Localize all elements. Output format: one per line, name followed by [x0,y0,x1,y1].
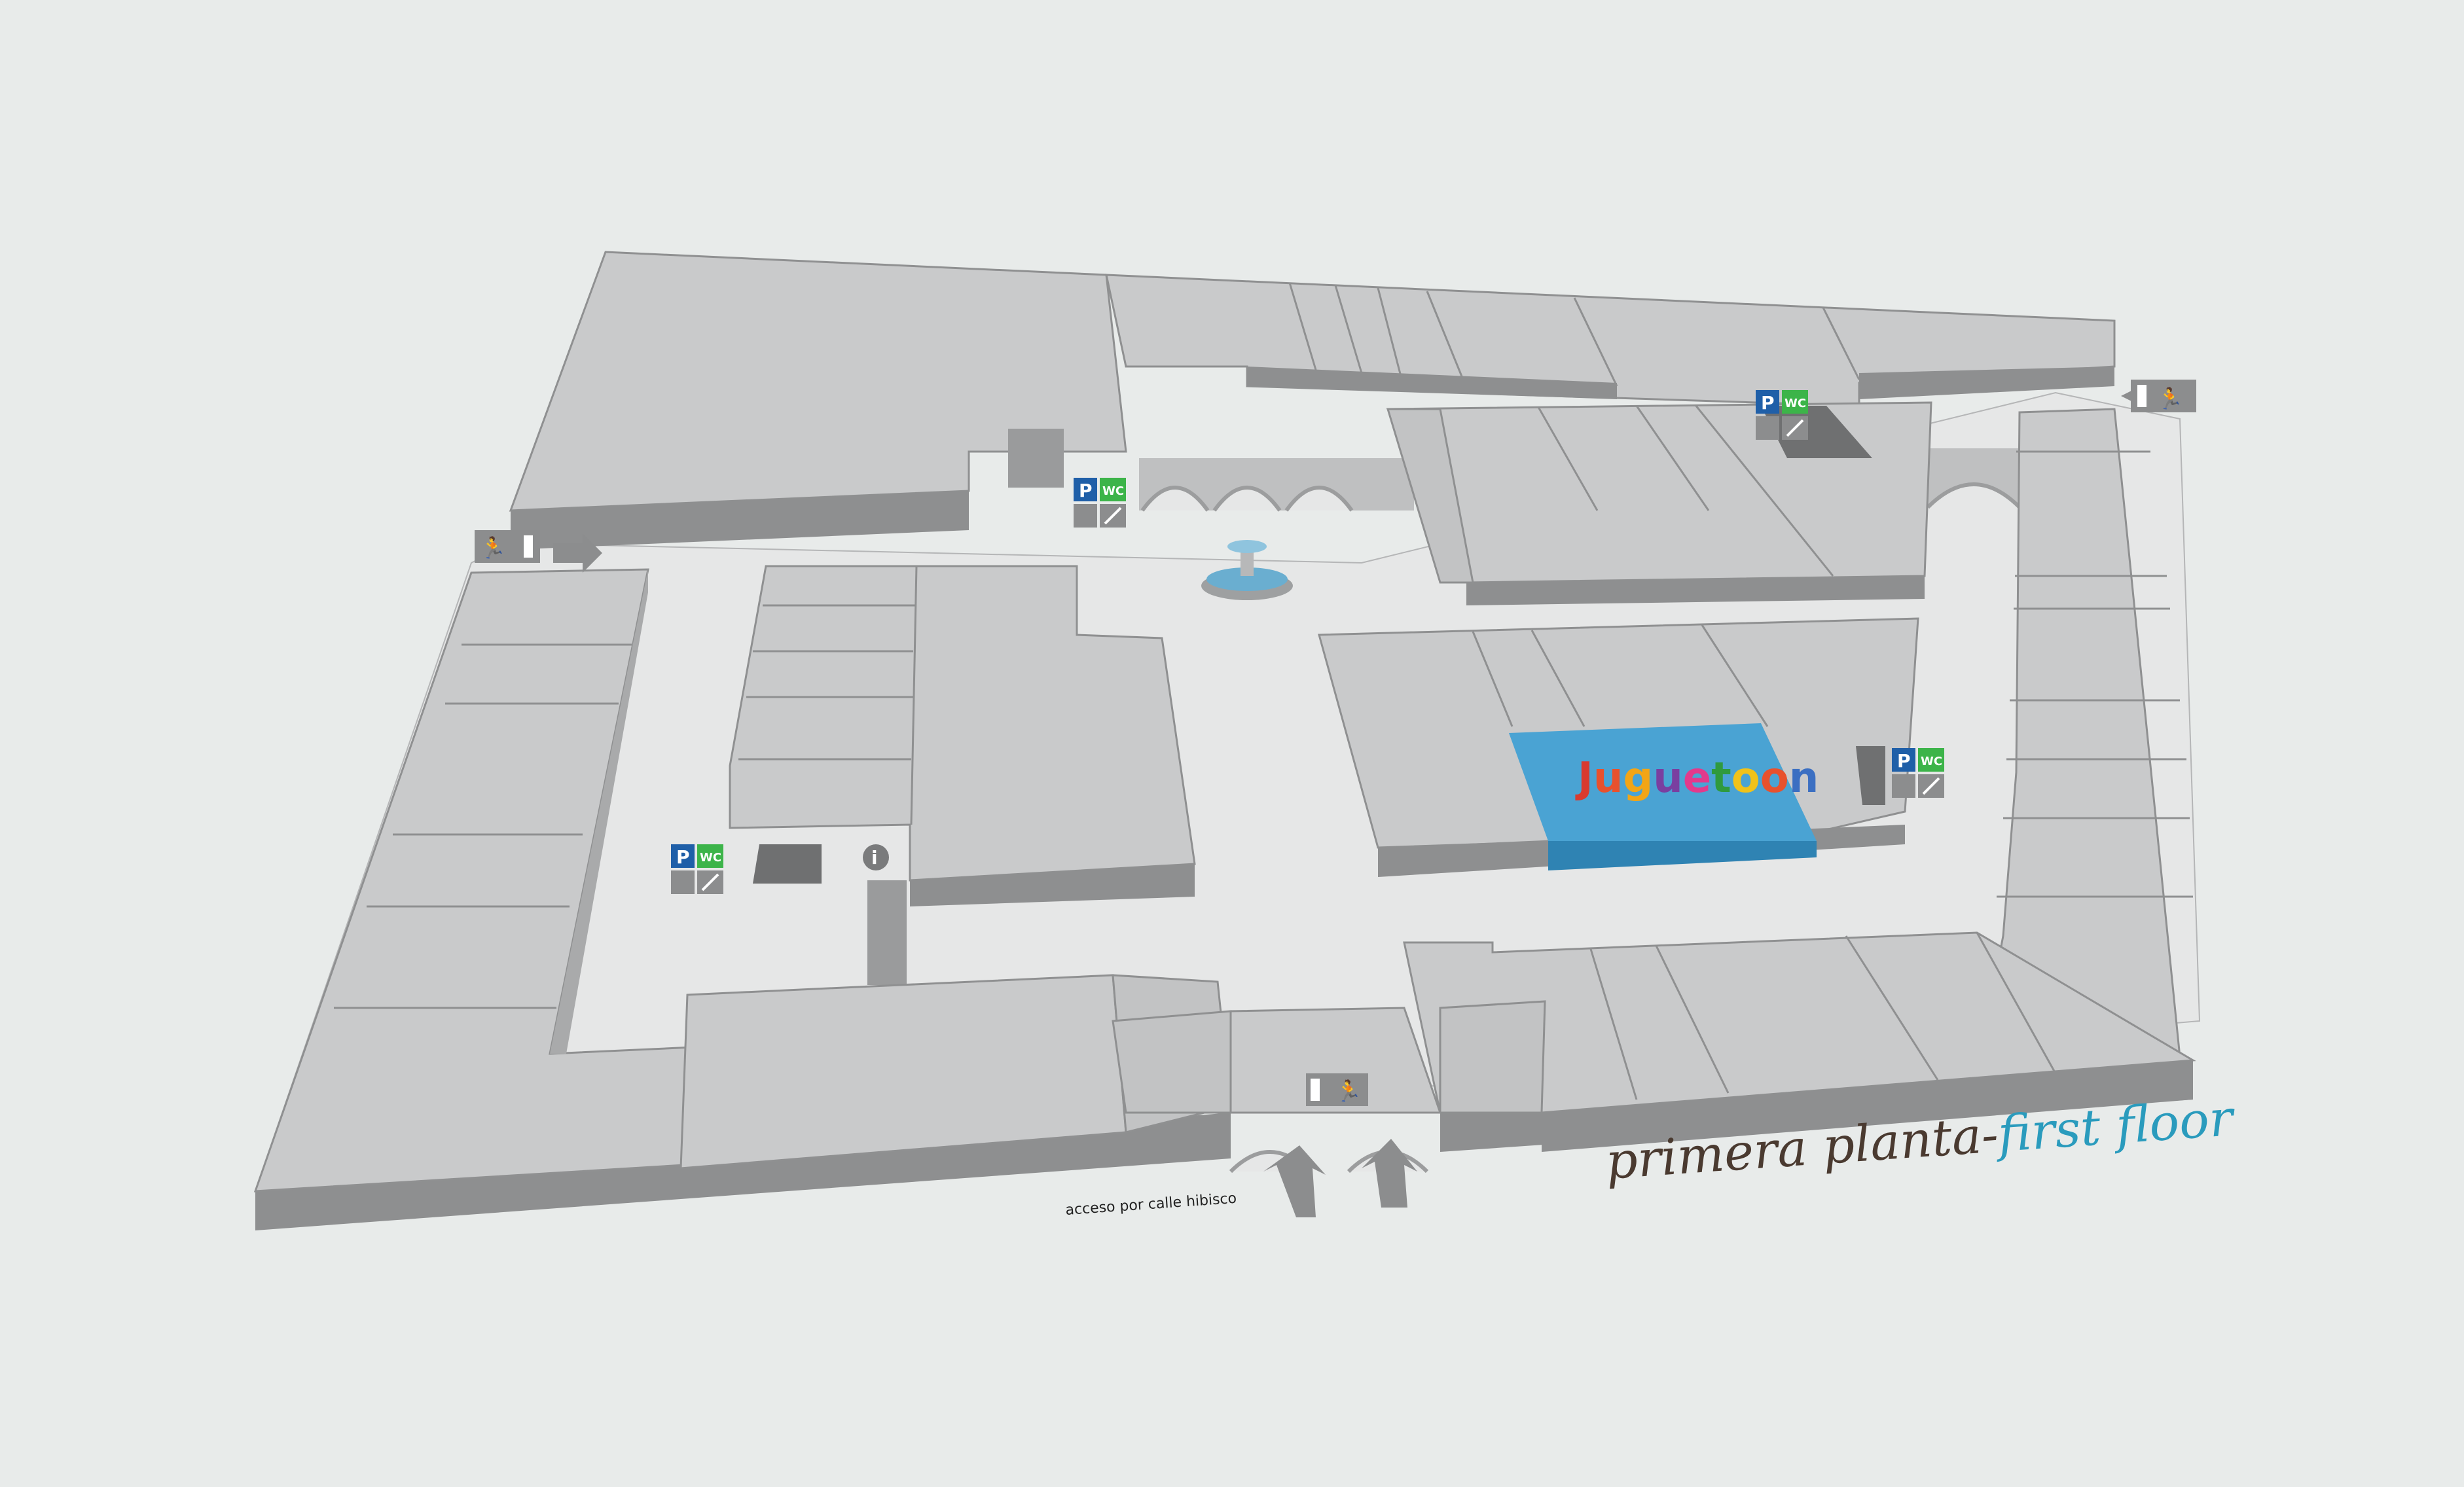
south-east-block [1403,931,2196,1152]
svg-text:i: i [871,847,878,869]
service-sign-east[interactable]: P WC [1892,748,1944,798]
brand-letter: e [1683,754,1711,802]
north-east-block [1386,401,1932,605]
accessible-icon [1892,774,1915,798]
center-store-block: Juguetoon [1318,617,1919,877]
brand-letter: n [1789,754,1819,802]
juguetoon-logo: Juguetoon [1575,754,1819,802]
access-label: acceso por calle hibisco [1065,1191,1237,1219]
info-point[interactable]: i [863,844,889,870]
service-sign-left[interactable]: P WC [671,844,723,894]
service-sign-north-east[interactable]: P WC [1756,390,1808,440]
north-building-block [509,251,2116,550]
svg-text:WC: WC [700,851,721,865]
brand-letter: o [1760,754,1789,802]
parking-icon [671,844,695,868]
brand-letter: t [1711,754,1731,802]
brand-letter: u [1593,754,1623,802]
accessible-icon [1756,416,1779,440]
juguetoon-store-area[interactable] [1509,723,1817,841]
center-west-block [729,565,1196,985]
exit-sign-west: 🏃 [475,530,602,573]
stair-tower [1008,429,1064,488]
wc-icon [1782,390,1808,414]
accessible-icon [671,870,695,894]
accessible-icon [1074,504,1097,528]
svg-text:P: P [1079,480,1093,501]
brand-letter: u [1653,754,1683,802]
svg-text:🏃: 🏃 [480,535,506,560]
arrow-icon [553,533,602,573]
svg-text:P: P [1761,392,1775,414]
fountain-icon [1201,540,1293,600]
svg-text:WC: WC [1921,755,1942,768]
service-sign-center-north[interactable]: P WC [1074,478,1126,528]
svg-text:WC: WC [1785,397,1806,410]
parking-icon [1074,478,1097,501]
parking-icon [1892,748,1915,772]
exit-sign-south: 🏃 [1306,1073,1368,1106]
parking-icon [1756,390,1779,414]
brand-letter: g [1623,754,1653,802]
entrance-arrow-icon-2 [1362,1139,1417,1208]
svg-text:🏃: 🏃 [2157,386,2183,411]
svg-text:🏃: 🏃 [1335,1079,1362,1103]
wc-icon [1100,478,1126,501]
svg-text:P: P [676,846,690,868]
info-icon [863,844,889,870]
brand-letter: J [1575,754,1593,802]
wc-icon [697,844,723,868]
svg-text:WC: WC [1102,484,1124,498]
brand-letter: o [1731,754,1760,802]
exit-sign-east: 🏃 [2121,380,2196,412]
arch-colonnade [1139,448,2023,512]
wc-icon [1918,748,1944,772]
south-entrance [679,974,1546,1217]
entrance-arrow-icon [1263,1145,1326,1217]
svg-text:P: P [1897,750,1911,772]
